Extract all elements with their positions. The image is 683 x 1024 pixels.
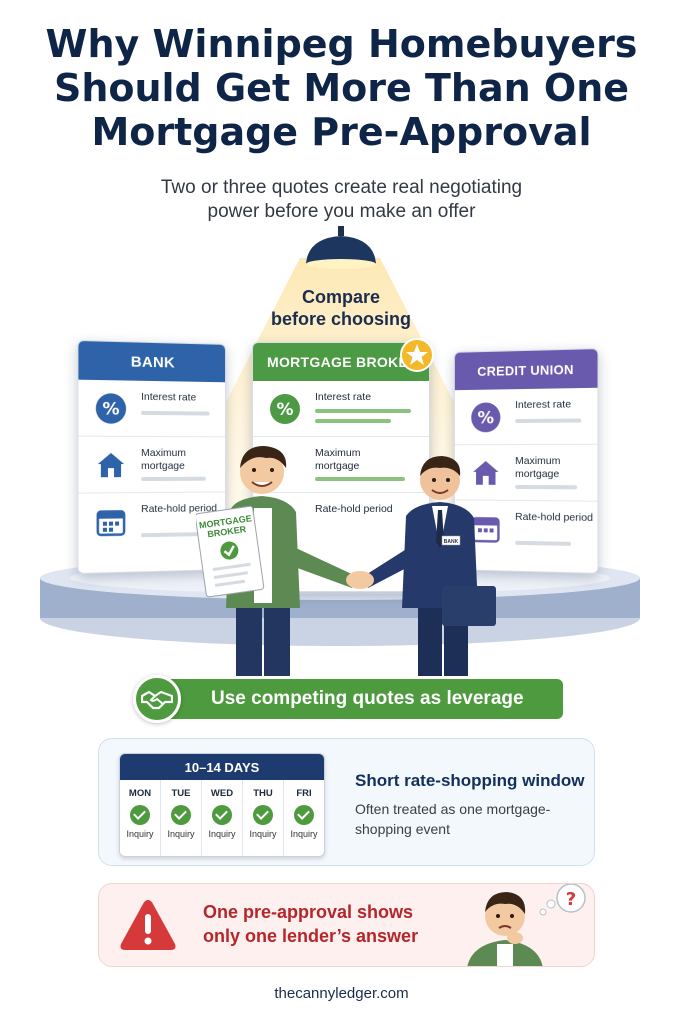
lamp-icon [296,226,386,270]
checkmark-icon [171,805,191,825]
checkmark-icon [253,805,273,825]
cu-row-max-label: Maximum mortgage [515,455,595,481]
day-note: Inquiry [161,829,201,839]
placeholder-line [141,532,200,537]
day-name: TUE [161,788,201,799]
bank-row-rate: % Interest rate [78,380,225,438]
star-icon [400,338,434,372]
placeholder-line [515,418,581,423]
svg-text:%: % [102,399,119,419]
calendar-days: MON Inquiry TUE Inquiry WED Inquiry THU … [120,780,324,857]
svg-text:%: % [276,400,293,420]
percent-icon: % [95,392,127,425]
warning-text: One pre-approval shows only one lender’s… [203,900,453,948]
placeholder-line [315,409,411,413]
calendar-day: MON Inquiry [120,780,161,857]
title-line-1: Why Winnipeg Homebuyers [0,22,683,66]
title-line-3: Mortgage Pre-Approval [0,110,683,154]
broker-row-rate-label: Interest rate [315,391,395,404]
svg-text:%: % [477,407,494,427]
warning-line-1: One pre-approval shows [203,900,453,924]
day-name: WED [202,788,242,799]
cu-row-rate: % Interest rate [455,388,598,445]
checkmark-icon [212,805,232,825]
calendar-day: WED Inquiry [202,780,243,857]
calendar-day: FRI Inquiry [284,780,324,857]
day-note: Inquiry [284,829,324,839]
calendar-day: TUE Inquiry [161,780,202,857]
title-line-2: Should Get More Than One [0,66,683,110]
rate-window-description: Often treated as one mortgage-shopping e… [355,799,585,839]
banker-badge-label: BANK [444,539,459,545]
handshake-icon [133,675,181,723]
leverage-banner: Use competing quotes as leverage [133,675,563,723]
leverage-label: Use competing quotes as leverage [157,679,563,719]
rate-window-title: Short rate-shopping window [355,771,584,791]
day-note: Inquiry [202,829,242,839]
subtitle: Two or three quotes create real negotiat… [110,176,573,224]
placeholder-line [515,485,577,489]
handshake-illustration: MORTGAGE BROKER BANK [196,438,506,678]
subtitle-line-2: power before you make an offer [110,200,573,224]
broker-document: MORTGAGE BROKER [196,506,264,597]
house-icon [95,449,127,481]
placeholder-line [141,411,210,416]
credit-union-card-header: CREDIT UNION [455,349,598,390]
placeholder-line [515,541,571,546]
banker-figure: BANK [364,456,496,676]
cu-row-hold-label: Rate-hold period [515,511,595,525]
percent-icon: % [470,401,501,433]
day-name: THU [243,788,283,799]
day-note: Inquiry [120,829,160,839]
rate-shopping-panel: 10–14 DAYS MON Inquiry TUE Inquiry WED I… [98,738,595,866]
percent-icon: % [269,393,301,425]
calendar-title: 10–14 DAYS [120,754,324,780]
day-note: Inquiry [243,829,283,839]
checkmark-icon [130,805,150,825]
checkmark-icon [294,805,314,825]
compare-caption: Compare before choosing [241,286,441,330]
calendar-icon: 10–14 DAYS MON Inquiry TUE Inquiry WED I… [119,753,325,857]
compare-line-1: Compare [241,286,441,308]
bank-row-rate-label: Interest rate [141,391,219,405]
day-name: MON [120,788,160,799]
subtitle-line-1: Two or three quotes create real negotiat… [110,176,573,200]
warning-panel: One pre-approval shows only one lender’s… [98,883,595,967]
day-name: FRI [284,788,324,799]
bank-card-header: BANK [78,341,225,382]
compare-line-2: before choosing [241,308,441,330]
thinking-person-illustration: ? [457,884,595,967]
warning-line-2: only one lender’s answer [203,924,453,948]
footer-domain: thecannyledger.com [0,985,683,1002]
placeholder-line [315,419,391,423]
broker-row-rate: % Interest rate [253,381,429,437]
page-title: Why Winnipeg Homebuyers Should Get More … [0,22,683,154]
warning-icon [117,896,179,954]
question-icon: ? [566,889,576,910]
calendar-day: THU Inquiry [243,780,284,857]
calendar-icon [95,505,127,538]
cu-row-rate-label: Interest rate [515,398,595,412]
